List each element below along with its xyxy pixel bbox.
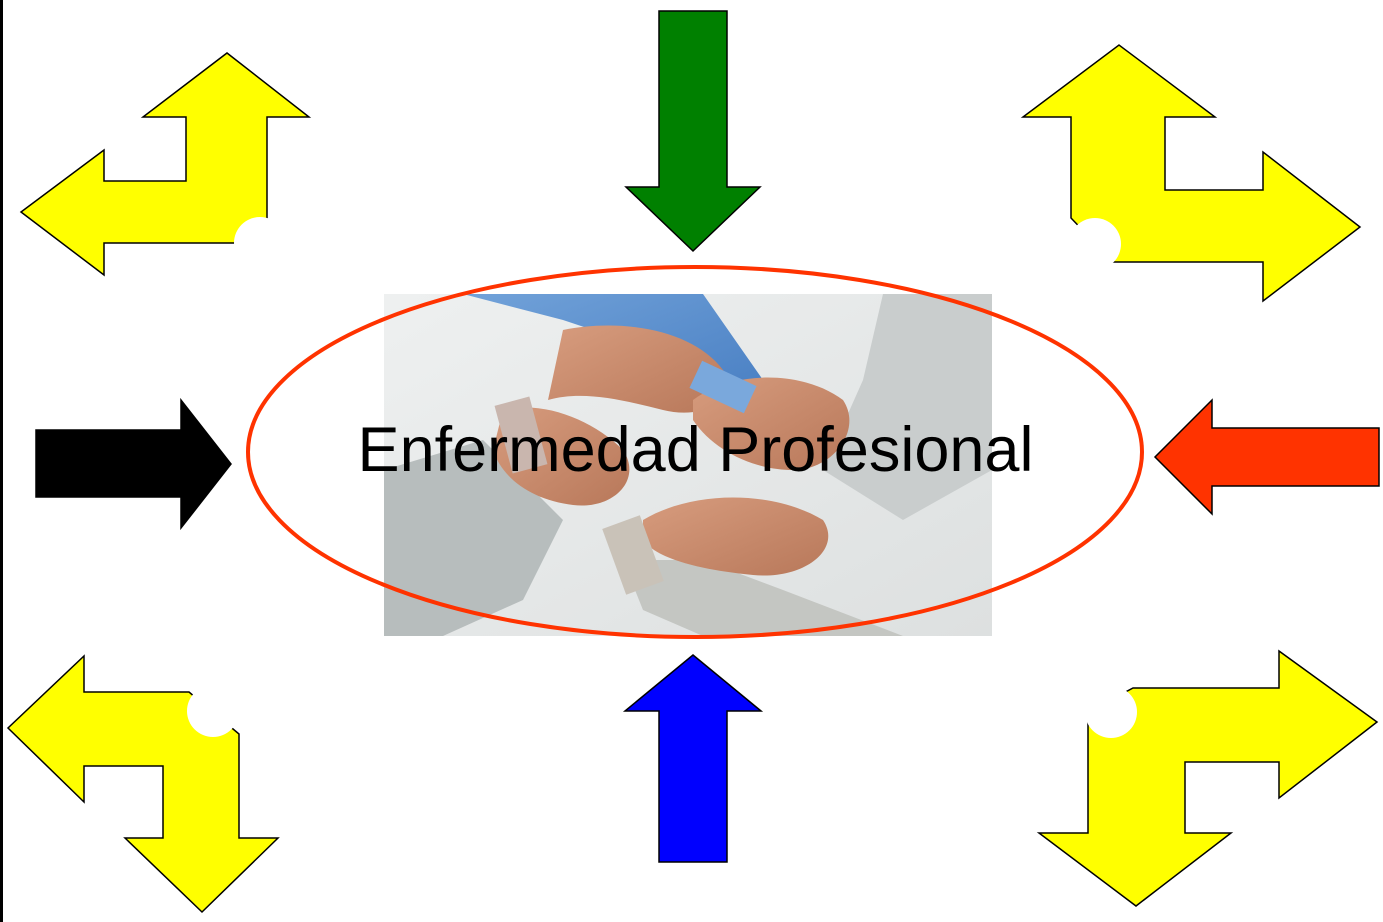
right-arrow	[1153, 398, 1380, 516]
grey-sleeve-left	[384, 440, 563, 636]
top-arrow	[624, 10, 762, 253]
bent-arrow-bottom-right	[1036, 649, 1379, 907]
left-cuff	[494, 396, 548, 474]
grey-sleeve-bottom	[623, 560, 903, 636]
diagram-title: Enfermedad Profesional	[357, 415, 1034, 485]
bottom-arrow	[622, 654, 764, 863]
corner-notch	[1069, 218, 1121, 270]
left-arrow	[35, 397, 232, 531]
corner-notch	[234, 217, 286, 269]
bent-arrow-top-left	[19, 52, 312, 277]
hand-bottom	[643, 497, 829, 576]
corner-notch	[1085, 686, 1137, 738]
hand-top-left	[548, 325, 729, 413]
diagram-canvas	[6, 10, 1380, 914]
bottom-cuff	[602, 515, 664, 595]
grey-sleeve-right	[823, 294, 992, 520]
hands-photo	[384, 294, 992, 636]
blue-cuff	[689, 360, 757, 414]
bent-arrow-top-right	[1020, 44, 1362, 303]
ellipse-outline	[246, 265, 1144, 639]
corner-notch	[187, 685, 239, 737]
bent-arrow-bottom-left	[6, 654, 280, 914]
